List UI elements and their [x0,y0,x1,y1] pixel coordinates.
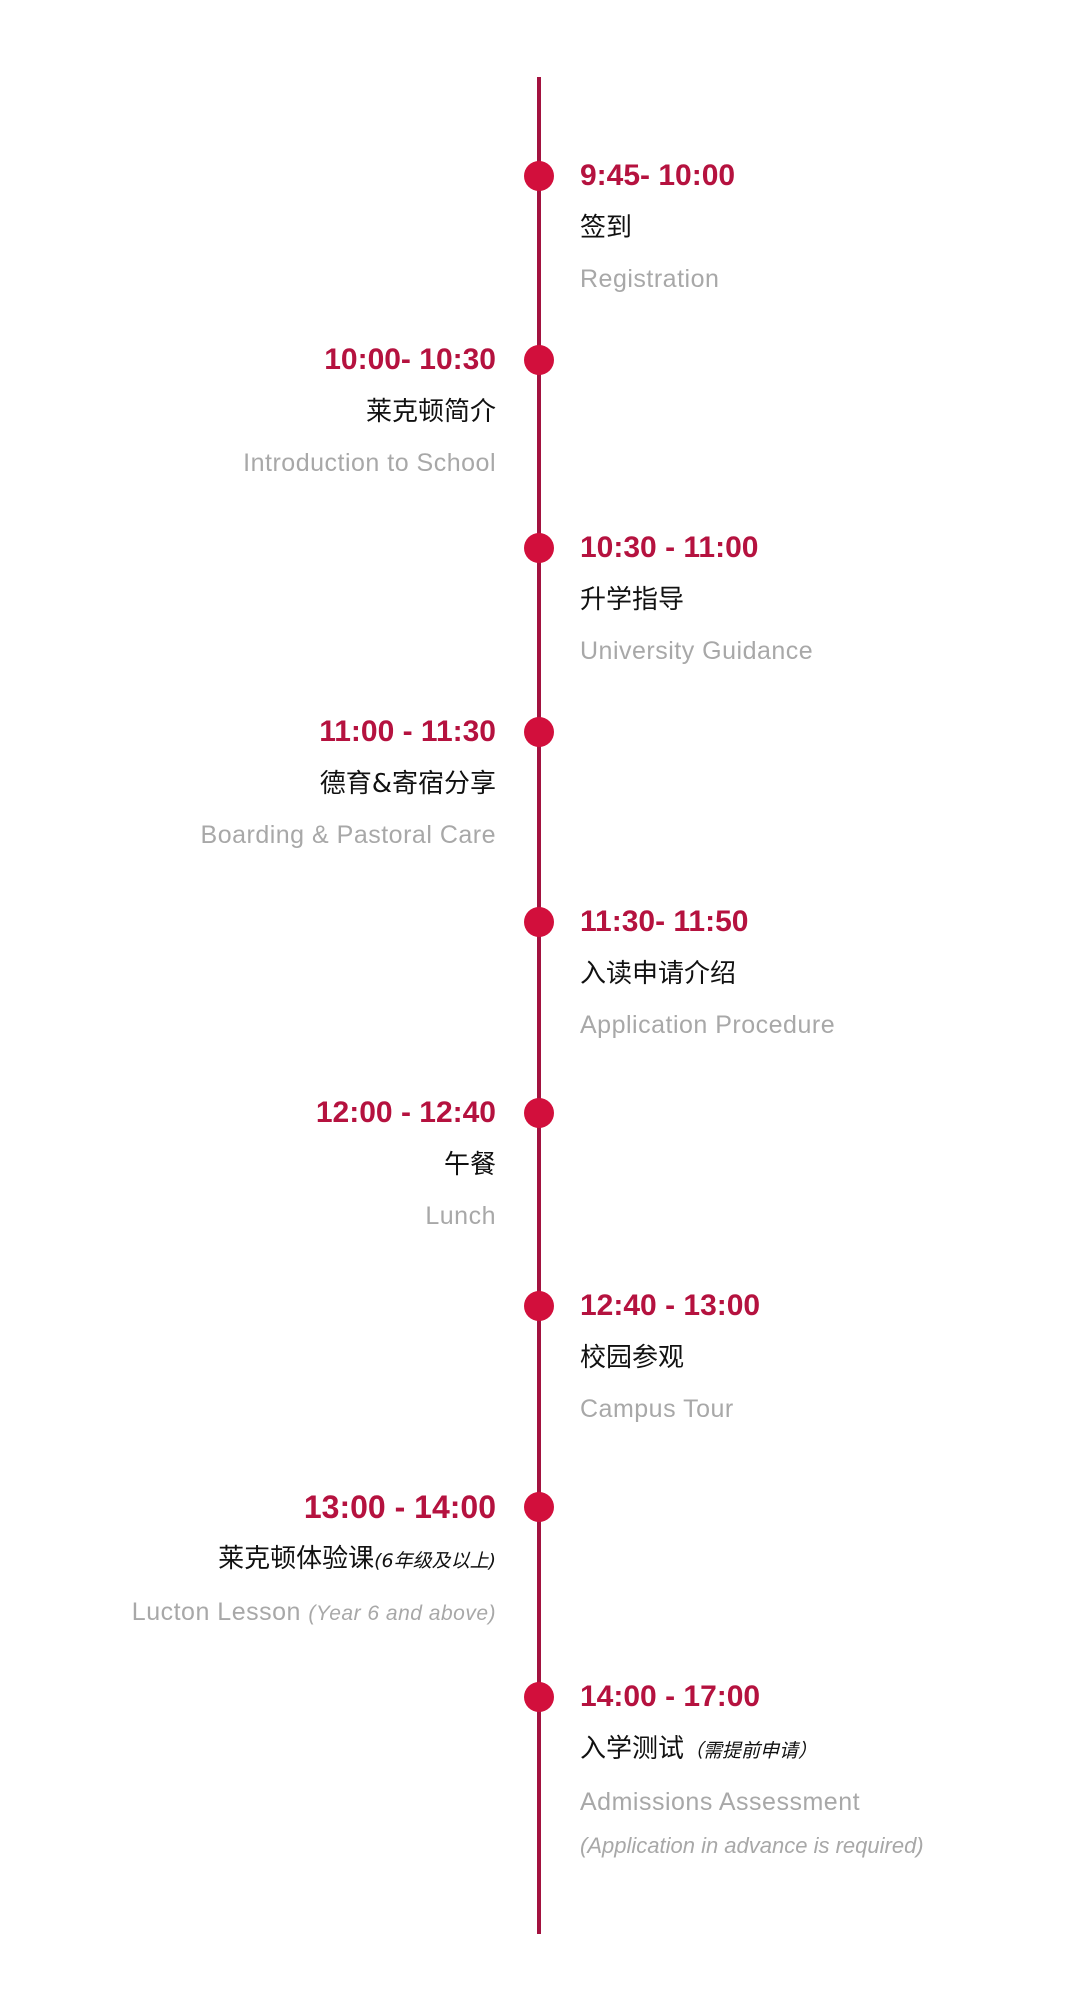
title-zh: 午餐 [443,1150,496,1180]
title-en: Lucton Lesson [131,1598,301,1626]
time-label: 13:00 - 14:00 [303,1489,496,1525]
title-zh: 入学测试 [580,1734,685,1764]
title-zh-note: （需提前申请） [684,1740,818,1762]
title-zh: 校园参观 [580,1343,685,1373]
schedule-item-registration: 9:45- 10:00 签到 Registration [580,158,1060,296]
timeline-dot [524,1291,554,1321]
schedule-item-lunch: 12:00 - 12:40 午餐 Lunch [16,1095,496,1233]
time-label: 10:00- 10:30 [324,343,496,376]
time-label: 11:30- 11:50 [580,905,749,938]
title-zh: 德育&寄宿分享 [319,769,496,799]
timeline-line [537,77,541,1934]
title-zh: 签到 [580,213,633,243]
schedule-item-introduction: 10:00- 10:30 莱克顿简介 Introduction to Schoo… [16,342,496,480]
timeline-dot [524,161,554,191]
time-label: 10:30 - 11:00 [580,531,759,564]
timeline-dot [524,717,554,747]
schedule-item-university-guidance: 10:30 - 11:00 升学指导 University Guidance [580,530,1060,668]
title-en: Lunch [425,1202,496,1230]
timeline-dot [524,907,554,937]
schedule-item-campus-tour: 12:40 - 13:00 校园参观 Campus Tour [580,1288,1060,1426]
title-en: Application Procedure [580,1011,836,1039]
timeline-dot [524,1492,554,1522]
time-label: 12:00 - 12:40 [315,1096,496,1129]
schedule-item-boarding: 11:00 - 11:30 德育&寄宿分享 Boarding & Pastora… [16,714,496,852]
title-zh: 入读申请介绍 [580,959,737,989]
time-label: 14:00 - 17:00 [580,1680,761,1713]
timeline-dot [524,533,554,563]
timeline-dot [524,1098,554,1128]
title-en: Campus Tour [580,1395,734,1423]
schedule-item-lesson: 13:00 - 14:00 莱克顿体验课(6年级及以上) Lucton Less… [16,1489,496,1631]
title-zh: 莱克顿简介 [365,397,496,427]
schedule-item-application: 11:30- 11:50 入读申请介绍 Application Procedur… [580,904,1060,1042]
title-en: Registration [580,265,720,293]
time-label: 12:40 - 13:00 [580,1289,761,1322]
title-en: Boarding & Pastoral Care [200,821,496,849]
title-zh: 莱克顿体验课 [218,1544,375,1574]
title-en-note: (Year 6 and above) [308,1602,496,1625]
title-zh-note: (6年级及以上) [374,1550,496,1572]
time-label: 9:45- 10:00 [580,159,736,192]
timeline-dot [524,1682,554,1712]
title-en: Introduction to School [243,449,496,477]
schedule-item-assessment: 14:00 - 17:00 入学测试（需提前申请） Admissions Ass… [580,1679,1060,1861]
time-label: 11:00 - 11:30 [319,715,496,748]
title-en: Admissions Assessment [580,1788,861,1816]
title-en: University Guidance [580,637,814,665]
assessment-note: (Application in advance is required) [580,1833,924,1858]
timeline-dot [524,345,554,375]
title-zh: 升学指导 [580,585,685,615]
